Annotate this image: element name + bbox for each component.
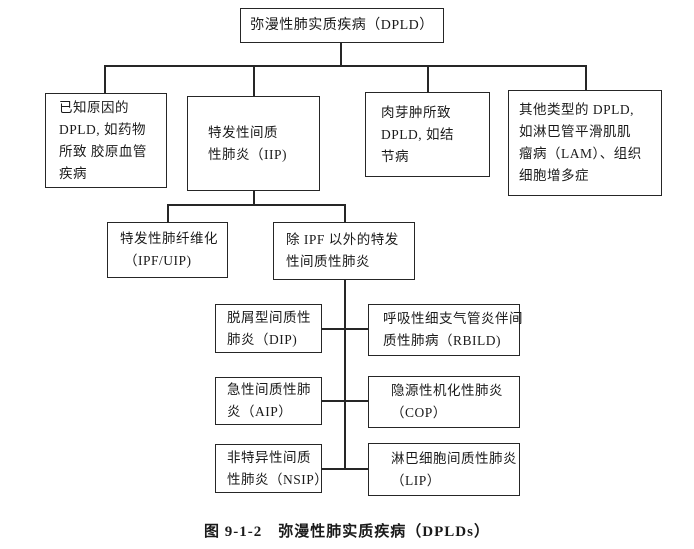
node-known-cause-dpld: 已知原因的 DPLD, 如药物 所致 胶原血管 疾病 [45, 93, 167, 188]
connector-drop-known-cause [104, 65, 106, 93]
node-label: 非特异性间质 [227, 449, 311, 465]
node-dip: 脱屑型间质性 肺炎（DIP) [215, 304, 322, 353]
node-label: 肉芽肿所致 [381, 104, 451, 120]
node-other-dpld: 其他类型的 DPLD, 如淋巴管平滑肌肌 瘤病（LAM）、组织 细胞增多症 [508, 90, 662, 196]
node-label: 如淋巴管平滑肌肌 [519, 124, 631, 139]
node-label: 瘤病（LAM）、组织 [519, 146, 642, 161]
node-label: 脱屑型间质性 [227, 309, 311, 325]
node-aip: 急性间质性肺 炎（AIP） [215, 377, 322, 425]
node-label: 所致 胶原血管 [59, 143, 147, 159]
figure-caption: 图 9-1-2 弥漫性肺实质疾病（DPLDs） [204, 524, 490, 540]
node-cop: 隐源性机化性肺炎 （COP） [368, 376, 520, 428]
node-label: 质性肺病（RBILD) [383, 333, 501, 348]
node-lip: 淋巴细胞间质性肺炎 （LIP） [368, 443, 520, 496]
node-label: 细胞增多症 [519, 168, 589, 183]
node-label: （COP） [391, 405, 447, 420]
connector-iip-vertical [253, 190, 255, 204]
connector-aip-cop [322, 400, 368, 402]
node-label: 节病 [381, 148, 409, 164]
node-label: 性肺炎（NSIP） [227, 471, 329, 487]
connector-root-vertical [340, 42, 342, 65]
node-label: 已知原因的 [59, 99, 129, 115]
node-label: 其他类型的 DPLD, [519, 102, 635, 117]
connector-drop-iip [253, 65, 255, 96]
connector-subtypes-trunk [344, 279, 346, 469]
node-label: 除 IPF 以外的特发 [286, 232, 399, 247]
connector-nsip-lip [322, 468, 368, 470]
node-label: 弥漫性肺实质疾病（DPLD） [250, 17, 434, 33]
connector-row3-horizontal [167, 204, 345, 206]
node-label: 隐源性机化性肺炎 [391, 383, 503, 398]
node-label: 淋巴细胞间质性肺炎 [391, 450, 517, 466]
node-label: （IPF/UIP) [124, 253, 192, 268]
node-rbild: 呼吸性细支气管炎伴间 质性肺病（RBILD) [368, 304, 523, 356]
connector-drop-other [585, 65, 587, 90]
node-label: 呼吸性细支气管炎伴间 [383, 311, 523, 326]
node-iip: 特发性间质 性肺炎（IIP) [187, 96, 320, 191]
node-label: 性肺炎（IIP) [208, 146, 287, 162]
node-label: 肺炎（DIP) [227, 331, 298, 347]
connector-drop-non-ipf [344, 204, 346, 222]
node-granulomatous-dpld: 肉芽肿所致 DPLD, 如结 节病 [365, 92, 490, 177]
node-label: 急性间质性肺 [227, 382, 311, 397]
connector-dip-rbild [322, 328, 368, 330]
node-label: （LIP） [391, 472, 441, 488]
node-dpld-root: 弥漫性肺实质疾病（DPLD） [240, 8, 444, 43]
node-ipf-uip: 特发性肺纤维化 （IPF/UIP) [107, 222, 228, 278]
connector-row2-horizontal [104, 65, 586, 67]
node-label: 炎（AIP） [227, 404, 293, 419]
node-nsip: 非特异性间质 性肺炎（NSIP） [215, 444, 329, 493]
node-label: 特发性肺纤维化 [120, 231, 218, 246]
connector-drop-ipf [167, 204, 169, 222]
node-label: DPLD, 如结 [381, 126, 455, 142]
node-non-ipf-iip: 除 IPF 以外的特发 性间质性肺炎 [273, 222, 415, 280]
node-label: 特发性间质 [208, 124, 278, 140]
connector-drop-granulomatous [427, 65, 429, 92]
node-label: 疾病 [59, 165, 87, 181]
node-label: DPLD, 如药物 [59, 121, 147, 137]
node-label: 性间质性肺炎 [286, 254, 370, 269]
